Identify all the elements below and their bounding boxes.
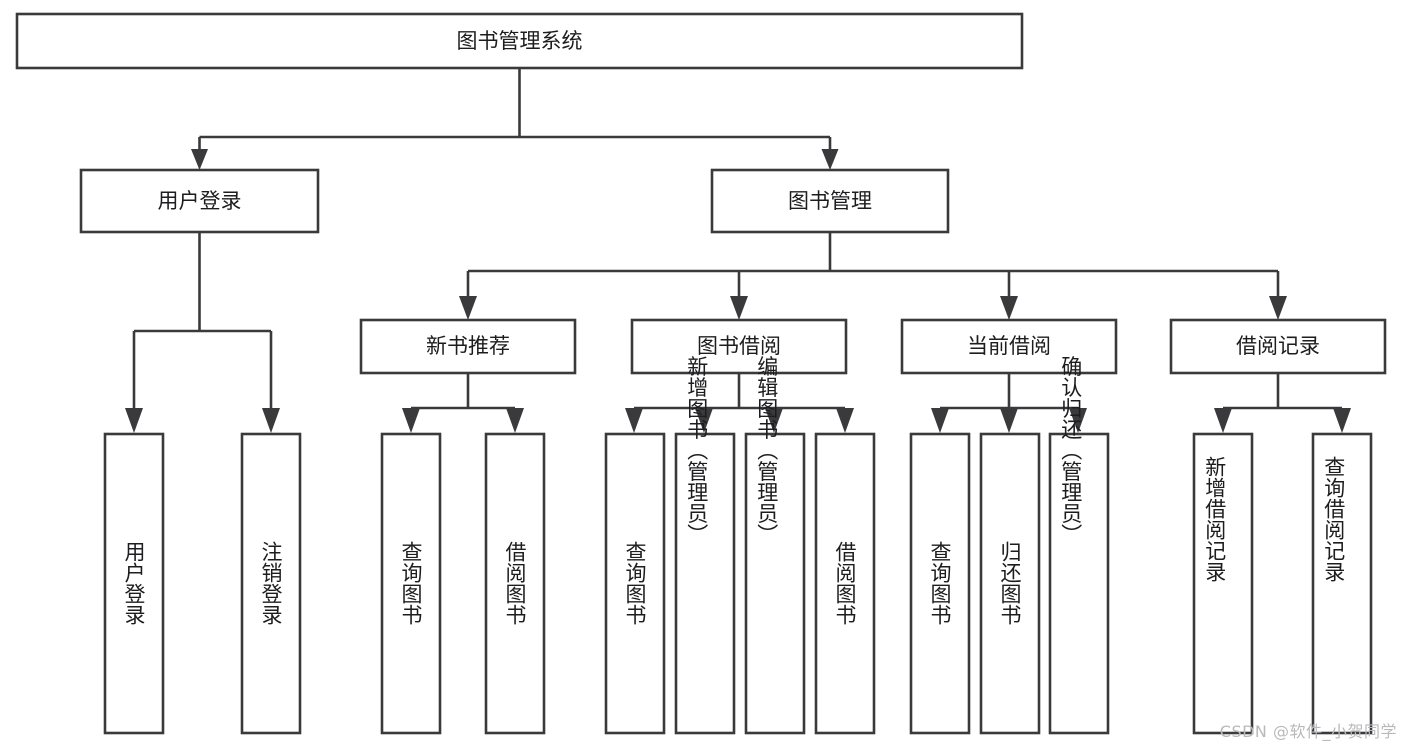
arrow-head-borrow-record: [1269, 296, 1287, 320]
leaf-current-borrow-3-box[interactable]: [1048, 432, 1110, 735]
leaf-current-borrow-1-label: 查询图书: [928, 541, 952, 625]
leaf-user-login-1-label: 用户登录: [122, 541, 146, 625]
leaf-current-borrow-3[interactable]: 确认归还（管理员）: [1048, 356, 1110, 735]
edges-layer: [125, 68, 1351, 433]
arrow-head-new-book: [459, 296, 477, 320]
leaf-user-login-1-box[interactable]: [103, 432, 165, 735]
node-new-book-recommend[interactable]: 新书推荐: [359, 318, 577, 375]
leaf-current-borrow-2-box[interactable]: [979, 432, 1041, 735]
node-book-management-box[interactable]: [710, 168, 950, 234]
leaf-current-borrow-1-box[interactable]: [909, 432, 971, 735]
node-user-login[interactable]: 用户登录: [79, 168, 320, 234]
node-root-box[interactable]: [15, 12, 1024, 70]
leaf-current-borrow-1[interactable]: 查询图书: [909, 432, 971, 735]
leaf-user-login-2[interactable]: 注销登录: [240, 432, 302, 735]
csdn-watermark: CSDN @软件_小贺同学: [1219, 722, 1397, 741]
arrow-head-bookborrow-leaf-3: [765, 408, 783, 433]
node-borrow-records-label: 借阅记录: [1236, 334, 1320, 358]
node-borrow-records[interactable]: 借阅记录: [1169, 318, 1387, 375]
arrow-head-newbook-leaf-1: [402, 408, 420, 433]
leaf-borrow-record-1[interactable]: 新增借阅记录: [1192, 432, 1254, 735]
leaf-current-borrow-2-label: 归还图书: [998, 541, 1022, 625]
leaf-borrow-record-1-label: 新增借阅记录: [1203, 456, 1227, 582]
node-book-borrow-label: 图书借阅: [697, 334, 781, 358]
node-user-login-label: 用户登录: [158, 189, 242, 213]
leaf-book-borrow-2-box[interactable]: [674, 432, 736, 735]
arrow-head-bookborrow-leaf-1: [625, 408, 643, 433]
leaf-new-book-1-box[interactable]: [380, 432, 442, 735]
leaf-book-borrow-1-label: 查询图书: [623, 541, 647, 625]
leaf-book-borrow-3-box[interactable]: [744, 432, 806, 735]
node-new-book-recommend-label: 新书推荐: [426, 334, 510, 358]
node-current-borrow-box[interactable]: [900, 318, 1118, 375]
leaf-borrow-record-2-box[interactable]: [1311, 432, 1373, 735]
node-book-management-label: 图书管理: [788, 189, 872, 213]
leaf-book-borrow-4-label: 借阅图书: [833, 541, 857, 625]
arrow-head-bookborrow-leaf-2: [695, 408, 713, 433]
leaf-book-borrow-2-label: 新增图书（管理员）: [685, 356, 709, 545]
arrow-head-currentborrow-leaf-3: [1069, 408, 1087, 433]
leaf-new-book-1[interactable]: 查询图书: [380, 432, 442, 735]
leaf-current-borrow-3-label: 确认归还（管理员）: [1059, 356, 1083, 545]
node-root-label: 图书管理系统: [457, 29, 583, 53]
leaf-book-borrow-3-label: 编辑图书（管理员）: [755, 356, 779, 545]
leaf-new-book-2[interactable]: 借阅图书: [484, 432, 546, 735]
leaf-book-borrow-1[interactable]: 查询图书: [604, 432, 666, 735]
arrow-head-newbook-leaf-2: [506, 408, 524, 433]
node-new-book-recommend-box[interactable]: [359, 318, 577, 375]
leaf-borrow-record-2[interactable]: 查询借阅记录: [1311, 432, 1373, 735]
leaf-borrow-record-1-box[interactable]: [1192, 432, 1254, 735]
leaf-book-borrow-4[interactable]: 借阅图书: [814, 432, 876, 735]
arrow-head-currentborrow-leaf-2: [1000, 408, 1018, 433]
leaf-book-borrow-4-box[interactable]: [814, 432, 876, 735]
arrow-head-currentborrow-leaf-1: [931, 408, 949, 433]
arrow-head-user-login-leaf-2: [262, 408, 280, 433]
arrow-head-user-login-leaf-1: [125, 408, 143, 433]
leaf-current-borrow-2[interactable]: 归还图书: [979, 432, 1041, 735]
arrow-head-user-login: [191, 149, 208, 170]
leaf-borrow-record-2-label: 查询借阅记录: [1322, 456, 1346, 582]
leaf-book-borrow-3[interactable]: 编辑图书（管理员）: [744, 356, 806, 735]
arrow-head-bookborrow-leaf-4: [836, 408, 854, 433]
leaf-new-book-2-box[interactable]: [484, 432, 546, 735]
node-borrow-records-box[interactable]: [1169, 318, 1387, 375]
leaf-user-login-2-label: 注销登录: [259, 541, 283, 625]
leaf-book-borrow-2[interactable]: 新增图书（管理员）: [674, 356, 736, 735]
leaf-user-login-1[interactable]: 用户登录: [103, 432, 165, 735]
arrow-head-book-mgmt: [821, 149, 839, 170]
node-book-borrow[interactable]: 图书借阅: [630, 318, 848, 375]
leaf-new-book-1-label: 查询图书: [399, 541, 423, 625]
node-book-borrow-box[interactable]: [630, 318, 848, 375]
node-current-borrow-label: 当前借阅: [967, 334, 1051, 358]
leaf-new-book-2-label: 借阅图书: [503, 541, 527, 625]
node-root-system[interactable]: 图书管理系统: [15, 12, 1024, 70]
arrow-head-borrowrecord-leaf-2: [1333, 408, 1351, 433]
leaf-book-borrow-1-box[interactable]: [604, 432, 666, 735]
arrow-head-current-borrow: [1000, 296, 1018, 320]
arrow-head-borrowrecord-leaf-1: [1214, 408, 1232, 433]
node-user-login-box[interactable]: [79, 168, 320, 234]
arrow-head-book-borrow: [730, 296, 748, 320]
node-book-management[interactable]: 图书管理: [710, 168, 950, 234]
leaf-user-login-2-box[interactable]: [240, 432, 302, 735]
node-current-borrow[interactable]: 当前借阅: [900, 318, 1118, 375]
